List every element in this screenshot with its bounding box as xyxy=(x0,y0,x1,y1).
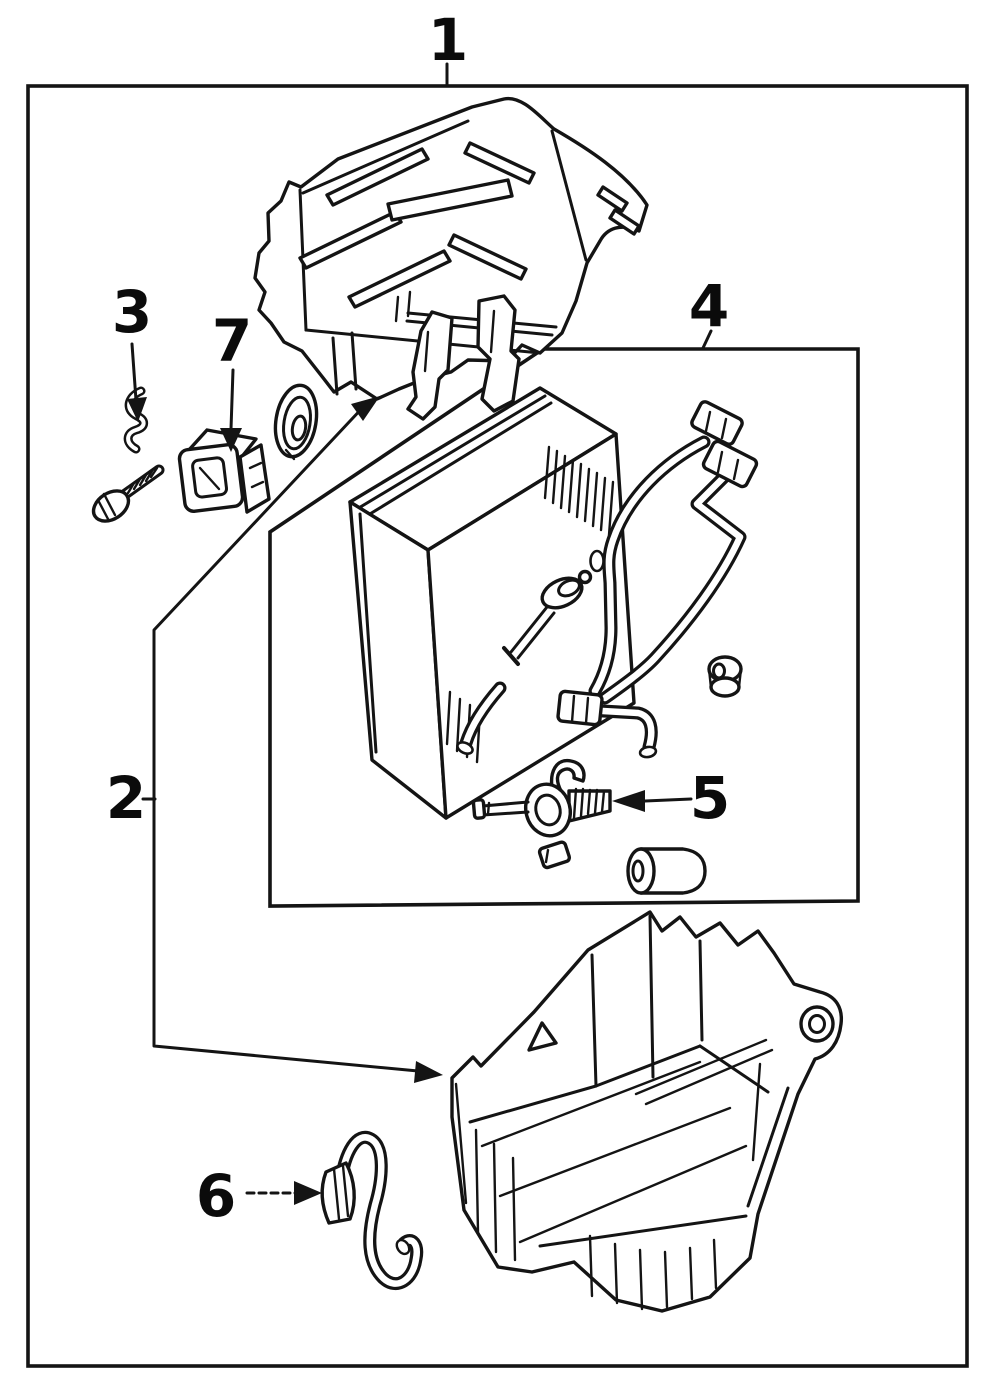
bushing-clamp-part xyxy=(707,655,743,698)
callout-6-leader xyxy=(245,1181,322,1205)
upper-case-part xyxy=(253,96,649,421)
callout-5-label: 5 xyxy=(689,764,730,832)
grommet-part xyxy=(273,383,319,461)
callout-4-leader xyxy=(701,329,713,350)
skirt-ribs xyxy=(588,1234,718,1311)
inner-frame xyxy=(268,347,860,908)
bolt-part xyxy=(91,464,165,523)
expansion-valve-part xyxy=(471,758,612,870)
lower-case-part xyxy=(450,910,844,1313)
callout-6-label: 6 xyxy=(195,1162,236,1230)
callout-7-label: 7 xyxy=(211,307,252,375)
callout-4-label: 4 xyxy=(688,272,729,340)
callout-2-label: 2 xyxy=(105,764,146,832)
outer-frame xyxy=(26,84,969,1368)
callout-2-leader xyxy=(141,396,443,1083)
resistor-part xyxy=(177,428,271,514)
callout-3-leader xyxy=(127,342,147,422)
fin-lines-top xyxy=(543,445,615,537)
refrigerant-pipes xyxy=(456,400,759,759)
evaporator-core-part xyxy=(348,386,759,820)
callout-1-label: 1 xyxy=(427,6,468,74)
drain-hose-part xyxy=(320,1130,424,1290)
thermistor-part xyxy=(502,569,593,666)
callout-5-leader xyxy=(612,790,693,812)
callout-7-leader xyxy=(220,368,242,452)
callout-3-label: 3 xyxy=(111,278,152,346)
receiver-cylinder-part xyxy=(626,847,707,895)
